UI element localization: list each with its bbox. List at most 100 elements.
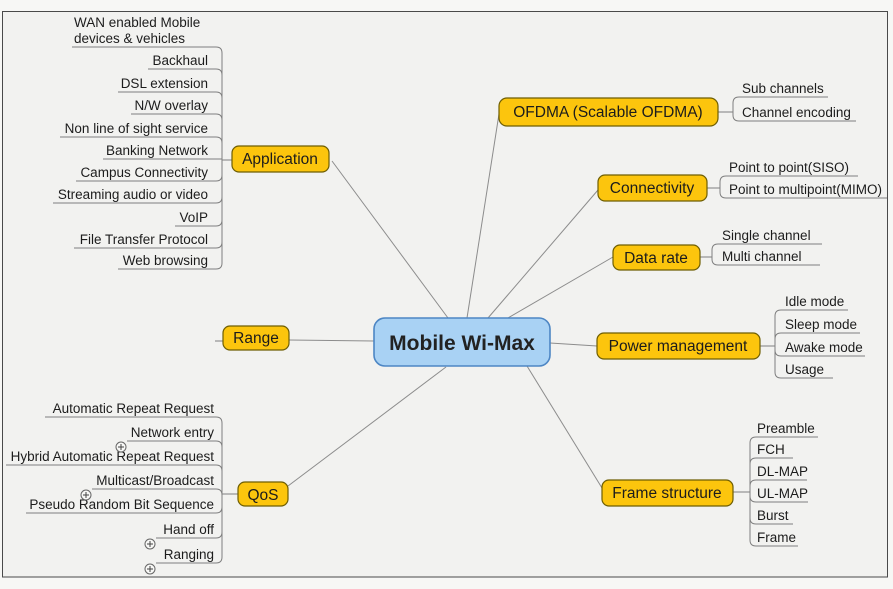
- leaf-underline: [719, 191, 887, 199]
- leaf-ranging[interactable]: Ranging: [164, 547, 214, 562]
- leaf-burst[interactable]: Burst: [757, 508, 789, 523]
- leaf-sub-channels[interactable]: Sub channels: [742, 81, 824, 96]
- leaf-underline: [774, 309, 848, 317]
- leaf-preamble[interactable]: Preamble: [757, 421, 815, 436]
- leaf-fch[interactable]: FCH: [757, 442, 785, 457]
- connector-power-management: [549, 342, 598, 347]
- branch-application: Application WAN enabled Mobile devices &…: [53, 15, 330, 270]
- topic-frame-structure[interactable]: [601, 479, 734, 507]
- connector-ofdma: [466, 113, 500, 319]
- branch-spine: [221, 53, 232, 263]
- topic-ofdma-label: OFDMA (Scalable OFDMA): [513, 104, 702, 121]
- leaf-idle-mode[interactable]: Idle mode: [785, 294, 844, 309]
- topic-connectivity-label: Connectivity: [610, 180, 695, 197]
- leaf-sleep-mode[interactable]: Sleep mode: [785, 317, 857, 332]
- leaf-underline: [711, 243, 822, 251]
- branch-connectivity: Connectivity Point to point(SISO) Point …: [597, 160, 887, 202]
- leaf-underline: [749, 539, 798, 547]
- leaf-underline: [6, 464, 223, 472]
- leaf-awake-mode[interactable]: Awake mode: [785, 340, 863, 355]
- leaf-point-to-multipoint-mimo[interactable]: Point to multipoint(MIMO): [729, 182, 882, 197]
- leaf-underline: [74, 241, 223, 249]
- root-topic-label: Mobile Wi-Max: [389, 332, 535, 355]
- leaf-underline: [175, 219, 223, 227]
- diagram-frame: [2, 11, 888, 578]
- leaf-voip[interactable]: VoIP: [179, 210, 208, 225]
- leaf-underline: [749, 479, 807, 487]
- leaf-automatic-repeat-request[interactable]: Automatic Repeat Request: [53, 401, 215, 416]
- root-topic-box[interactable]: [373, 317, 551, 367]
- leaf-usage[interactable]: Usage: [785, 362, 824, 377]
- connector-connectivity: [487, 189, 599, 319]
- topic-frame-structure-label: Frame structure: [612, 485, 721, 502]
- leaf-underline: [131, 113, 223, 121]
- topic-power-management[interactable]: [596, 332, 761, 360]
- leaf-point-to-point-siso[interactable]: Point to point(SISO): [729, 160, 849, 175]
- expand-icon[interactable]: [144, 563, 156, 575]
- leaf-multi-channel[interactable]: Multi channel: [722, 249, 802, 264]
- topic-qos-label: QoS: [247, 487, 278, 504]
- leaf-hybrid-arq[interactable]: Hybrid Automatic Repeat Request: [11, 449, 215, 464]
- leaf-channel-encoding[interactable]: Channel encoding: [742, 105, 851, 120]
- leaf-underline: [127, 440, 223, 448]
- branch-spine: [733, 443, 751, 540]
- leaf-streaming-audio-video[interactable]: Streaming audio or video: [58, 187, 208, 202]
- leaf-underline: [45, 416, 223, 424]
- topic-range[interactable]: [222, 325, 290, 351]
- leaf-underline: [156, 556, 223, 564]
- expand-icon[interactable]: [144, 538, 156, 550]
- leaf-underline: [156, 531, 223, 539]
- leaf-wan-line1[interactable]: WAN enabled Mobile: [74, 15, 200, 30]
- root-connectors: [287, 113, 614, 489]
- branch-range: Range: [215, 325, 290, 351]
- branch-spine: [718, 103, 734, 115]
- leaf-underline: [60, 136, 223, 144]
- leaf-underline: [749, 436, 818, 444]
- leaf-file-transfer-protocol[interactable]: File Transfer Protocol: [80, 232, 208, 247]
- branch-frame-structure: Frame structure Preamble FCH DL-MAP UL-M…: [601, 421, 818, 547]
- leaf-network-entry[interactable]: Network entry: [131, 425, 215, 440]
- leaf-banking-network[interactable]: Banking Network: [106, 143, 208, 158]
- leaf-underline: [53, 196, 223, 204]
- leaf-underline: [749, 517, 793, 525]
- leaf-dl-map[interactable]: DL-MAP: [757, 464, 808, 479]
- topic-application[interactable]: [231, 145, 330, 173]
- leaf-underline: [26, 506, 223, 514]
- topic-data-rate[interactable]: [612, 244, 701, 271]
- leaf-ul-map[interactable]: UL-MAP: [757, 486, 808, 501]
- topic-data-rate-label: Data rate: [624, 250, 688, 267]
- leaf-underline: [92, 488, 223, 496]
- branch-qos: QoS Automatic Repeat Request Network ent…: [6, 401, 289, 575]
- leaf-underline: [76, 174, 223, 182]
- topic-qos[interactable]: [237, 481, 289, 507]
- expand-icon[interactable]: [80, 489, 92, 501]
- leaf-underline: [774, 371, 833, 379]
- connector-data-rate: [507, 256, 614, 319]
- leaf-wan-line2[interactable]: devices & vehicles: [74, 31, 185, 46]
- connector-application: [331, 160, 449, 319]
- leaf-underline: [732, 114, 856, 122]
- topic-ofdma[interactable]: [498, 97, 719, 127]
- topic-power-management-label: Power management: [609, 338, 748, 355]
- leaf-multicast-broadcast[interactable]: Multicast/Broadcast: [96, 473, 214, 488]
- leaf-hand-off[interactable]: Hand off: [163, 522, 214, 537]
- branch-spine: [707, 182, 721, 192]
- leaf-non-line-of-sight[interactable]: Non line of sight service: [65, 121, 208, 136]
- connector-range: [288, 339, 375, 342]
- leaf-backhaul[interactable]: Backhaul: [152, 53, 208, 68]
- leaf-dsl-extension[interactable]: DSL extension: [121, 76, 208, 91]
- topic-connectivity[interactable]: [597, 174, 708, 202]
- expand-icon[interactable]: [115, 441, 127, 453]
- leaf-web-browsing[interactable]: Web browsing: [123, 253, 208, 268]
- leaf-single-channel[interactable]: Single channel: [722, 228, 811, 243]
- leaf-frame[interactable]: Frame: [757, 530, 796, 545]
- leaf-pseudo-random-bit-sequence[interactable]: Pseudo Random Bit Sequence: [29, 497, 214, 512]
- leaf-nw-overlay[interactable]: N/W overlay: [134, 98, 208, 113]
- leaf-underline: [749, 457, 793, 465]
- leaf-underline: [774, 332, 860, 340]
- leaf-campus-connectivity[interactable]: Campus Connectivity: [80, 165, 208, 180]
- branch-spine: [760, 316, 776, 372]
- leaf-underline: [72, 46, 223, 54]
